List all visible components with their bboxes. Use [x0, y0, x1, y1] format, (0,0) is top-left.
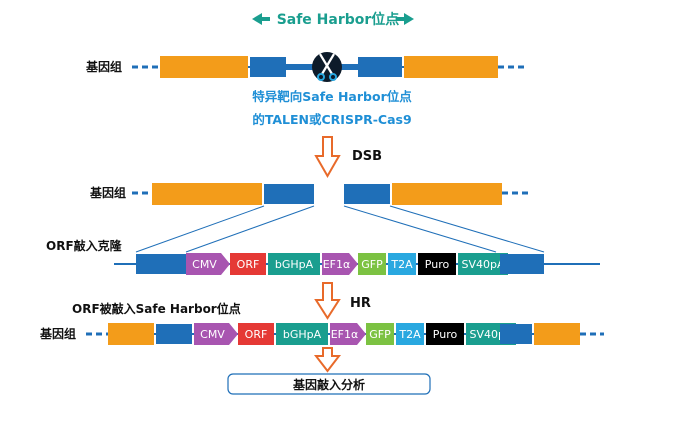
row3-segment-ef1-label: EF1α — [323, 258, 351, 271]
genome-row-1: 基因组 — [85, 52, 524, 82]
row3-segment-sv40pa-label: SV40pA — [461, 258, 504, 271]
down-arrow-icon-2 — [314, 282, 341, 320]
row4-segment-orf — [238, 323, 274, 345]
row3-segment-cmv-label: CMV — [192, 258, 217, 271]
genome-row-4-orange-left — [108, 323, 154, 345]
row4-segment-gfp — [366, 323, 394, 345]
row4-segment-ef1-label: EF1α — [331, 328, 359, 341]
row3-segment-t2a-label: T2A — [390, 258, 413, 271]
row4-segment-bghpa — [276, 323, 328, 345]
title-group: Safe Harbor位点 — [252, 11, 414, 28]
genome-row-4-orange-right — [534, 323, 580, 345]
targeting-line-2: 的TALEN或CRISPR-Cas9 — [252, 112, 411, 127]
genome-row-2-label: 基因组 — [89, 185, 126, 200]
scissors-icon — [312, 52, 342, 82]
cassette-row-3: CMV ORF bGHpA EF1α GFP T2A Puro SV40pA — [186, 253, 508, 275]
targeting-desc: 特异靶向Safe Harbor位点 的TALEN或CRISPR-Cas9 — [252, 89, 412, 127]
row4-segment-cmv-label: CMV — [200, 328, 225, 341]
row4-segment-ef1 — [330, 323, 366, 345]
genome-row-1-orange-left — [160, 56, 248, 78]
row3-segment-sv40pa — [458, 253, 508, 275]
orf-row-3-blue-left — [136, 254, 186, 274]
genome-row-1-orange-right — [404, 56, 498, 78]
title-left-arrow-icon — [252, 13, 270, 25]
row3-segment-bghpa — [268, 253, 320, 275]
homology-lines — [135, 205, 545, 253]
title-text: Safe Harbor位点 — [277, 11, 400, 28]
row4-segment-puro — [426, 323, 464, 345]
orf-row-3-blue-right — [500, 254, 544, 274]
knockin-desc-label: ORF被敲入Safe Harbor位点 — [72, 301, 241, 316]
row4-segment-gfp-label: GFP — [369, 328, 391, 341]
down-arrow-icon-3 — [313, 347, 342, 373]
title-right-arrow-icon — [396, 13, 414, 25]
row3-segment-t2a — [388, 253, 416, 275]
genome-row-4-blue-right — [500, 324, 532, 344]
genome-row-2-orange-left — [152, 183, 262, 205]
genome-row-1-blue-left — [250, 57, 286, 77]
result-label: 基因敲入分析 — [292, 377, 365, 392]
genome-row-2-blue-left — [264, 184, 314, 204]
row4-segment-t2a — [396, 323, 424, 345]
row3-segment-cmv — [186, 253, 230, 275]
result-box: 基因敲入分析 — [227, 373, 431, 395]
orf-row-label: ORF敲入克隆 — [46, 238, 123, 253]
genome-row-2-blue-right — [344, 184, 390, 204]
row3-segment-bghpa-label: bGHpA — [275, 258, 314, 271]
row3-segment-orf — [230, 253, 266, 275]
row4-segment-t2a-label: T2A — [398, 328, 421, 341]
orf-row-3: CMV ORF bGHpA EF1α GFP T2A Puro SV40pA — [114, 253, 600, 275]
targeting-line-1: 特异靶向Safe Harbor位点 — [252, 89, 412, 104]
row4-segment-bghpa-label: bGHpA — [283, 328, 322, 341]
hr-label: HR — [350, 296, 371, 311]
row4-segment-cmv — [194, 323, 238, 345]
row4-segment-puro-label: Puro — [433, 328, 458, 341]
down-arrow-icon-1 — [314, 136, 341, 179]
genome-row-1-blue-right — [358, 57, 402, 77]
row3-segment-gfp-label: GFP — [361, 258, 383, 271]
row4-segment-orf-label: ORF — [245, 328, 268, 341]
genome-row-4-blue-left — [156, 324, 192, 344]
dsb-label: DSB — [352, 149, 382, 164]
genome-row-4-label: 基因组 — [39, 326, 76, 341]
genome-row-2-orange-right — [392, 183, 502, 205]
genome-row-2: 基因组 — [89, 183, 528, 205]
genome-row-1-label: 基因组 — [85, 59, 122, 74]
row3-segment-orf-label: ORF — [237, 258, 260, 271]
row3-segment-gfp — [358, 253, 386, 275]
row3-segment-ef1 — [322, 253, 358, 275]
row3-segment-puro — [418, 253, 456, 275]
row3-segment-puro-label: Puro — [425, 258, 450, 271]
